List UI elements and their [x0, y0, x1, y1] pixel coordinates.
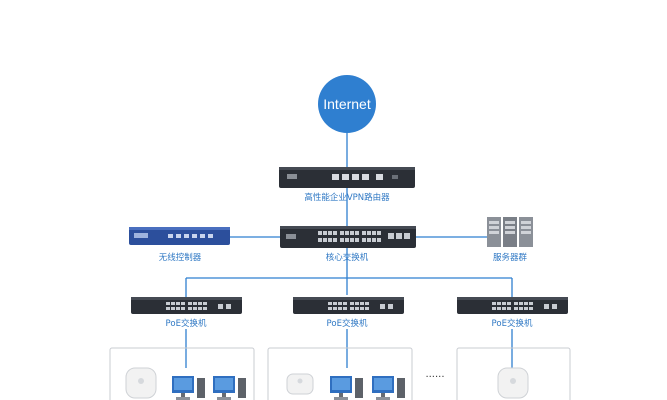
desktop-pc-icon	[372, 376, 405, 400]
controller-logo-icon	[134, 233, 148, 238]
core-switch: 核心交换机	[280, 226, 416, 263]
wireless-controller-label: 无线控制器	[159, 252, 202, 263]
internet-label: Internet	[323, 96, 371, 112]
internet-circle	[318, 75, 376, 133]
vpn-router-label: 高性能企业VPN路由器	[304, 192, 390, 203]
access-area-2	[267, 347, 413, 400]
poe-switch-chassis	[457, 297, 568, 314]
poe-switch-3: PoE交换机	[457, 297, 568, 329]
access-point-icon	[497, 367, 529, 399]
access-point-icon	[286, 373, 314, 395]
core-switch-ports	[318, 231, 410, 242]
access-area-3	[456, 347, 571, 400]
internet-node: Internet	[318, 75, 376, 133]
poe-switch-2: PoE交换机	[293, 297, 404, 329]
desktop-pc-icon	[330, 376, 363, 400]
server-tower-icon	[519, 217, 533, 247]
poe-switch-chassis	[131, 297, 242, 314]
controller-ports	[168, 234, 213, 238]
more-areas-ellipsis: ......	[425, 369, 444, 380]
poe-switch-label: PoE交换机	[327, 318, 368, 329]
access-point-icon	[125, 367, 157, 399]
access-area-1	[109, 347, 255, 400]
server-cluster-label: 服务器群	[493, 252, 528, 263]
desktop-pc-icon	[172, 376, 205, 400]
poe-switch-label: PoE交换机	[166, 318, 207, 329]
core-switch-label: 核心交换机	[326, 252, 369, 263]
router-ports	[332, 174, 383, 180]
server-tower-icon	[487, 217, 501, 247]
access-area-frames	[109, 347, 571, 400]
router-logo-icon	[287, 174, 297, 179]
server-cluster: 服务器群	[487, 217, 533, 263]
vpn-router: 高性能企业VPN路由器	[279, 167, 415, 203]
poe-switch-chassis	[293, 297, 404, 314]
poe-switch-label: PoE交换机	[492, 318, 533, 329]
core-switch-logo-icon	[286, 234, 296, 239]
wireless-controller: 无线控制器	[129, 227, 230, 263]
poe-switch-1: PoE交换机	[131, 297, 242, 329]
desktop-pc-icon	[213, 376, 246, 400]
core-switch-chassis	[280, 226, 416, 248]
server-tower-icon	[503, 217, 517, 247]
